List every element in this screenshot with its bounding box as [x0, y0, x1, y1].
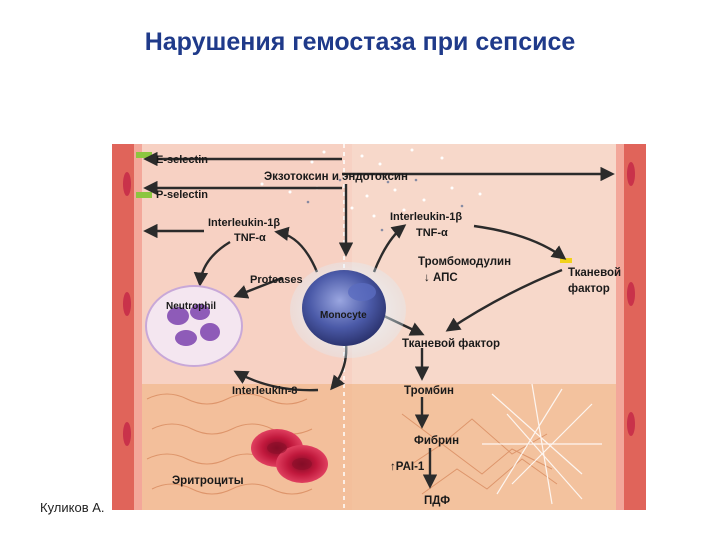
label-tf-wall-2: фактор: [568, 283, 610, 295]
left-vessel-wall-inner: [134, 144, 142, 510]
e-selectin-marker: [136, 152, 152, 158]
label-neutrophil: Neutrophil: [166, 301, 216, 312]
label-toxins: Экзотоксин и эндотоксин: [264, 171, 408, 183]
label-tnf-left: TNF-α: [234, 232, 266, 244]
label-il1-right: Interleukin-1β: [390, 211, 462, 223]
label-tnf-right: TNF-α: [416, 227, 448, 239]
label-thrombomodulin: Тромбомодулин: [418, 256, 511, 268]
label-pdf: ПДФ: [424, 495, 450, 507]
label-il1-left: Interleukin-1β: [208, 217, 280, 229]
label-tf-wall-1: Тканевой: [568, 267, 621, 279]
tissue-factor-marker: [560, 258, 572, 263]
label-tissue-factor: Тканевой фактор: [402, 338, 500, 350]
label-e-selectin: E-selectin: [156, 154, 208, 166]
slide-title: Нарушения гемостаза при сепсисе: [0, 28, 720, 57]
label-fibrin: Фибрин: [414, 435, 459, 447]
label-thrombin: Тромбин: [404, 385, 454, 397]
label-monocyte: Monocyte: [320, 310, 367, 321]
label-erythrocytes: Эритроциты: [172, 475, 244, 487]
label-proteases: Proteases: [250, 274, 303, 286]
right-vessel-wall-inner: [616, 144, 624, 510]
label-p-selectin: P-selectin: [156, 189, 208, 201]
label-interleukin8: Interleukin-8: [232, 385, 297, 397]
author-credit: Куликов А.: [40, 500, 105, 515]
tissue-lower: [112, 384, 646, 510]
neutrophil-cell: [146, 286, 242, 366]
label-aps: ↓ АПС: [424, 272, 458, 284]
p-selectin-marker: [136, 192, 152, 198]
label-pai1: ↑PAI-1: [390, 461, 425, 473]
sepsis-hemostasis-illustration: E-selectin P-selectin Экзотоксин и эндот…: [112, 144, 646, 510]
